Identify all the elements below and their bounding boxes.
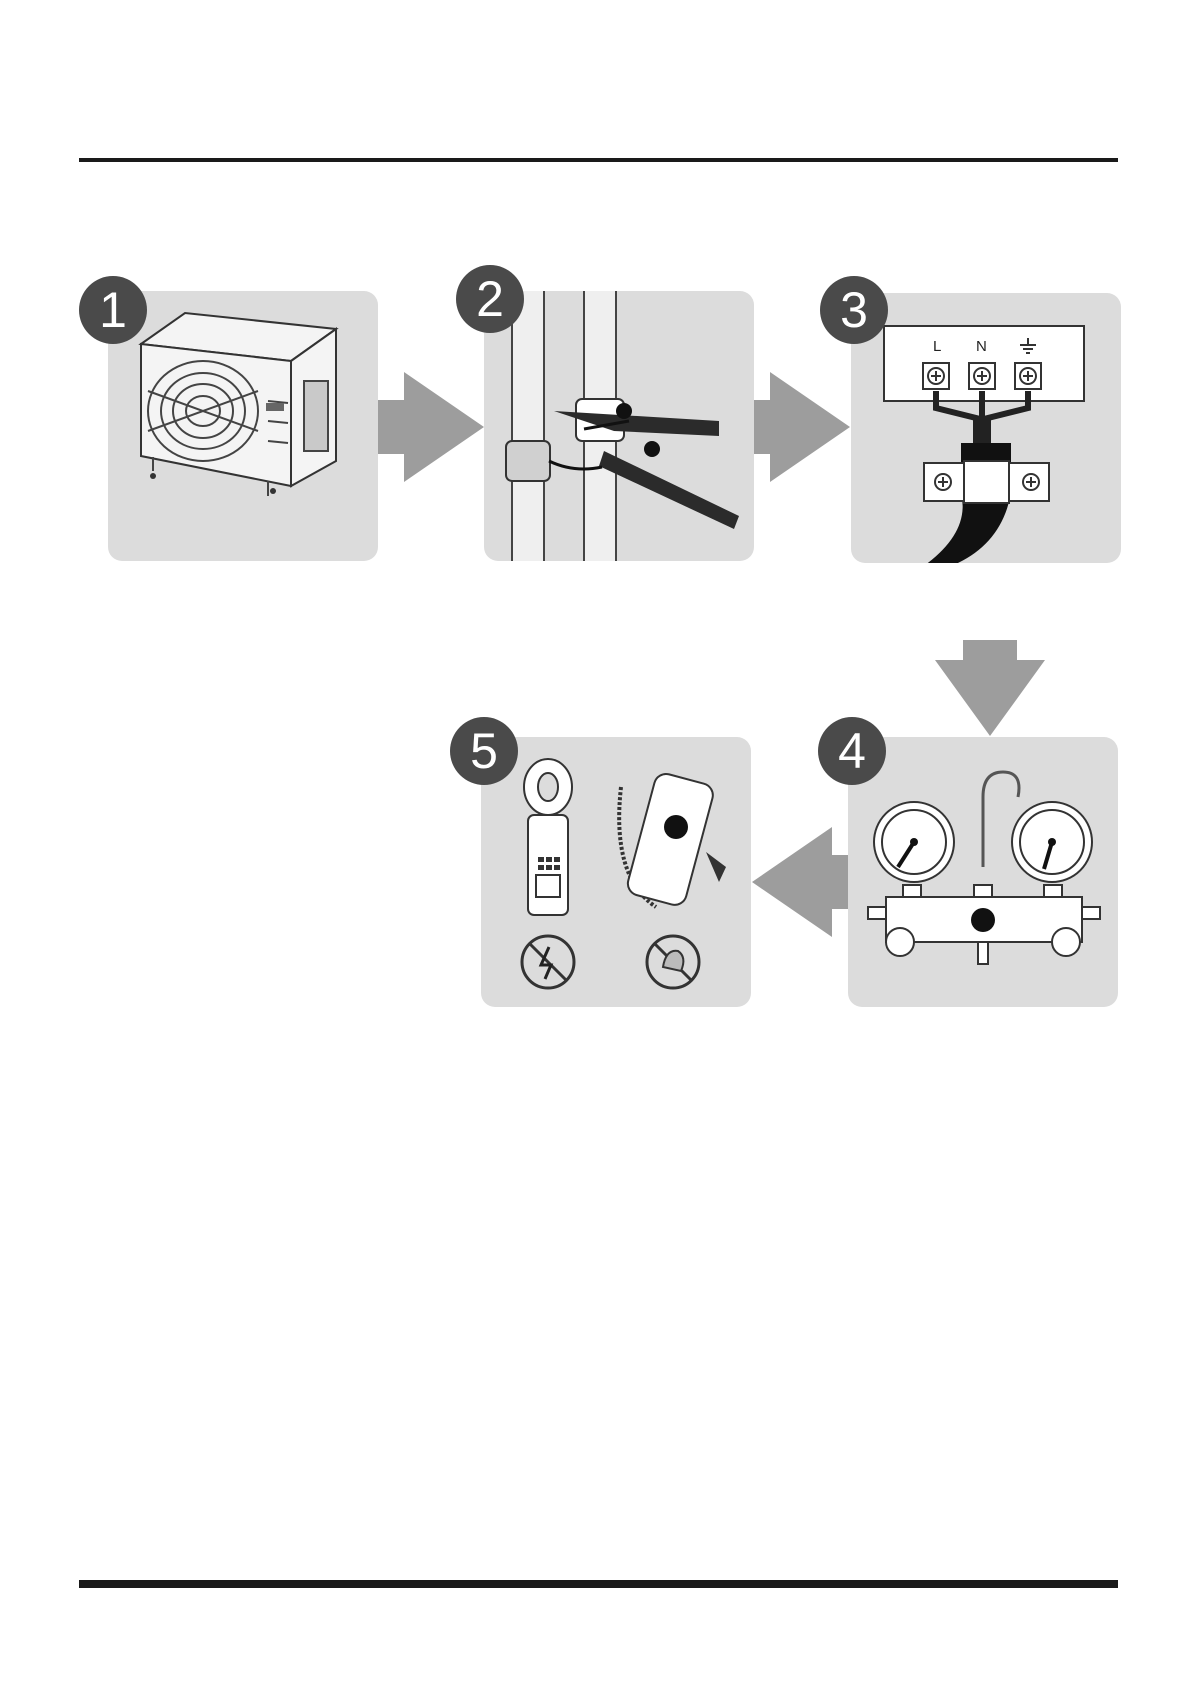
outdoor-unit-icon bbox=[108, 291, 378, 561]
step-1-badge: 1 bbox=[79, 276, 147, 344]
terminal-block-icon: L N bbox=[851, 293, 1121, 563]
step-2-panel bbox=[484, 291, 754, 561]
step-4-panel bbox=[848, 737, 1118, 1007]
arrow-down-icon bbox=[935, 640, 1045, 736]
terminal-label-n: N bbox=[976, 338, 987, 355]
manifold-gauge-icon bbox=[848, 737, 1118, 1007]
terminal-label-l: L bbox=[933, 338, 941, 355]
arrow-right-icon bbox=[378, 372, 484, 482]
step-3-panel: L N bbox=[851, 293, 1121, 563]
step-3-badge: 3 bbox=[820, 276, 888, 344]
bottom-rule bbox=[79, 1580, 1118, 1588]
arrow-left-icon bbox=[752, 827, 848, 937]
step-1-panel bbox=[108, 291, 378, 561]
step-2-badge: 2 bbox=[456, 265, 524, 333]
top-rule bbox=[79, 158, 1118, 162]
pipe-wrench-icon bbox=[484, 291, 754, 561]
leak-detector-icon bbox=[481, 737, 751, 1007]
step-5-badge: 5 bbox=[450, 717, 518, 785]
step-4-badge: 4 bbox=[818, 717, 886, 785]
step-5-panel bbox=[481, 737, 751, 1007]
arrow-right-icon bbox=[754, 372, 850, 482]
